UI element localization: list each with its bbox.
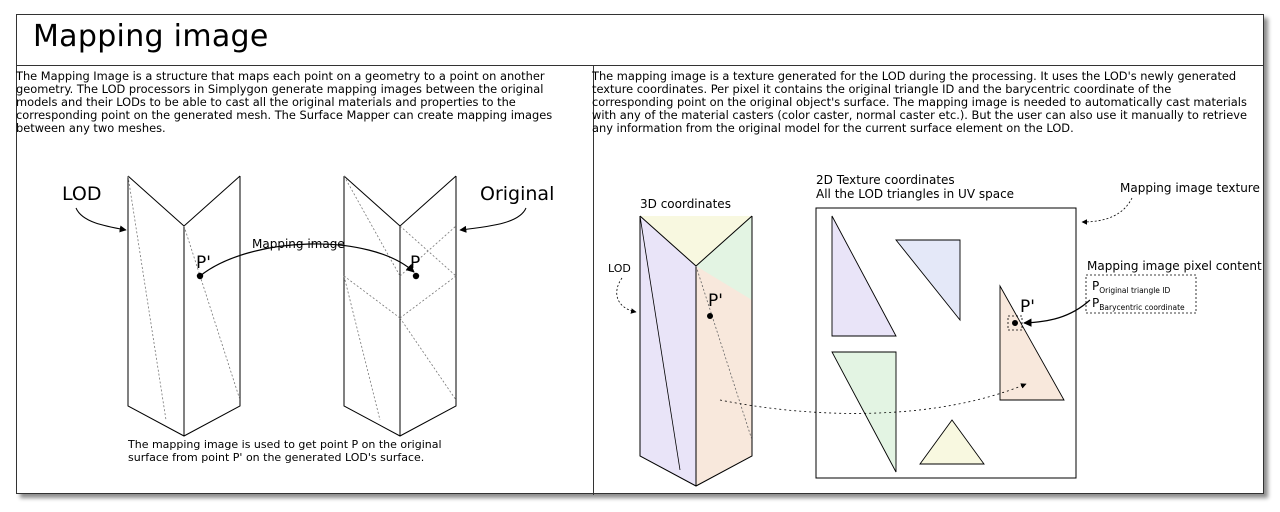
- mapping-texture-label: Mapping image texture: [1120, 181, 1260, 195]
- left-description: The Mapping Image is a structure that ma…: [16, 69, 553, 135]
- left-caption: The mapping image is used to get point P…: [128, 438, 442, 464]
- point-p-prime-uv: [1012, 320, 1018, 326]
- pixel-content-line1: POriginal triangle ID: [1092, 279, 1170, 295]
- texture-title: 2D Texture coordinates: [816, 173, 955, 187]
- mapping-arrow: [199, 243, 415, 277]
- title-divider: [17, 65, 1263, 66]
- prism-face-left: [640, 216, 696, 486]
- lod-pointer-arrow: [75, 207, 127, 233]
- uv-triangle-peach: [999, 284, 1065, 401]
- lod-3d-pointer-arrow: [616, 277, 637, 314]
- coords3d-label: 3D coordinates: [640, 197, 731, 211]
- p-prime-3d-label: P': [708, 291, 723, 311]
- original-prism: [343, 175, 457, 437]
- original-label: Original: [480, 183, 554, 205]
- pixel-content-line2: PBarycentric coordinate: [1092, 296, 1185, 312]
- panel-divider: [593, 65, 594, 495]
- original-pointer-arrow: [459, 207, 527, 233]
- uv-triangle-purple: [831, 215, 897, 337]
- point-p: [412, 272, 420, 280]
- pixel-highlight-box: [1007, 315, 1023, 331]
- uv-triangle-yellow: [919, 419, 985, 465]
- p-prime-label: P': [196, 253, 211, 273]
- prism-face-lower: [696, 266, 752, 486]
- lod-prism-edges: [127, 175, 241, 421]
- lod-label: LOD: [62, 183, 102, 205]
- uv-mapping-arrow: [719, 383, 1027, 414]
- right-description: The mapping image is a texture generated…: [592, 69, 1247, 135]
- lod-prism: [127, 175, 241, 437]
- lod-3d-label: LOD: [608, 262, 631, 275]
- point-p-prime-3d: [707, 313, 713, 319]
- texture-subtitle: All the LOD triangles in UV space: [816, 187, 1014, 201]
- pixel-content-label: Mapping image pixel content: [1087, 259, 1262, 273]
- lod-3d-prism: [639, 215, 753, 487]
- pixel-content-box: [1085, 274, 1197, 314]
- p-prime-uv-label: P': [1020, 297, 1035, 317]
- prism-face-top: [640, 216, 752, 266]
- uv-triangle-blue: [895, 239, 961, 322]
- p-label: P: [410, 253, 420, 273]
- point-p-prime: [196, 272, 204, 280]
- mapping-texture-pointer: [1081, 197, 1133, 225]
- uv-texture-square: [815, 207, 1077, 479]
- uv-triangle-green: [831, 351, 897, 473]
- page-title: Mapping image: [33, 19, 269, 54]
- pixel-content-arrow: [1023, 299, 1091, 327]
